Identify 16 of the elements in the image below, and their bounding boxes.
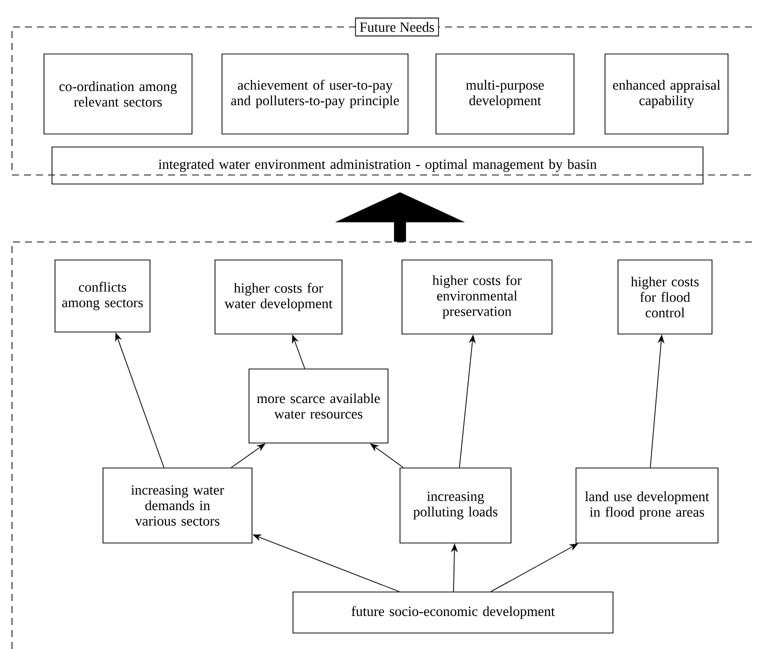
text-box: higher costs for flood control: [618, 260, 712, 334]
text-box: conflicts among sectors: [54, 260, 150, 332]
text-box: increasing water demands in various sectors: [102, 468, 252, 544]
text-box: integrated water environment administration - optimal management by basin: [52, 146, 704, 184]
text-box: multi-purpose development: [436, 54, 574, 134]
block-arrow: [335, 192, 465, 242]
text-box: co-ordination among relevant sectors: [44, 54, 192, 134]
text-box: land use development in flood prone areas: [576, 468, 718, 544]
text-box: higher costs for environmental preservation: [402, 260, 552, 334]
text-box: increasing polluting loads: [400, 468, 512, 544]
text-box: more scarce available water resources: [248, 368, 388, 444]
text-box: higher costs for water development: [214, 260, 342, 334]
dashed-panel: [12, 242, 752, 649]
text-box: achievement of user-to-pay and polluters-to-pay principle: [222, 54, 408, 134]
text-box: future socio-economic development: [292, 592, 614, 634]
text-box: enhanced appraisal capability: [604, 54, 728, 134]
